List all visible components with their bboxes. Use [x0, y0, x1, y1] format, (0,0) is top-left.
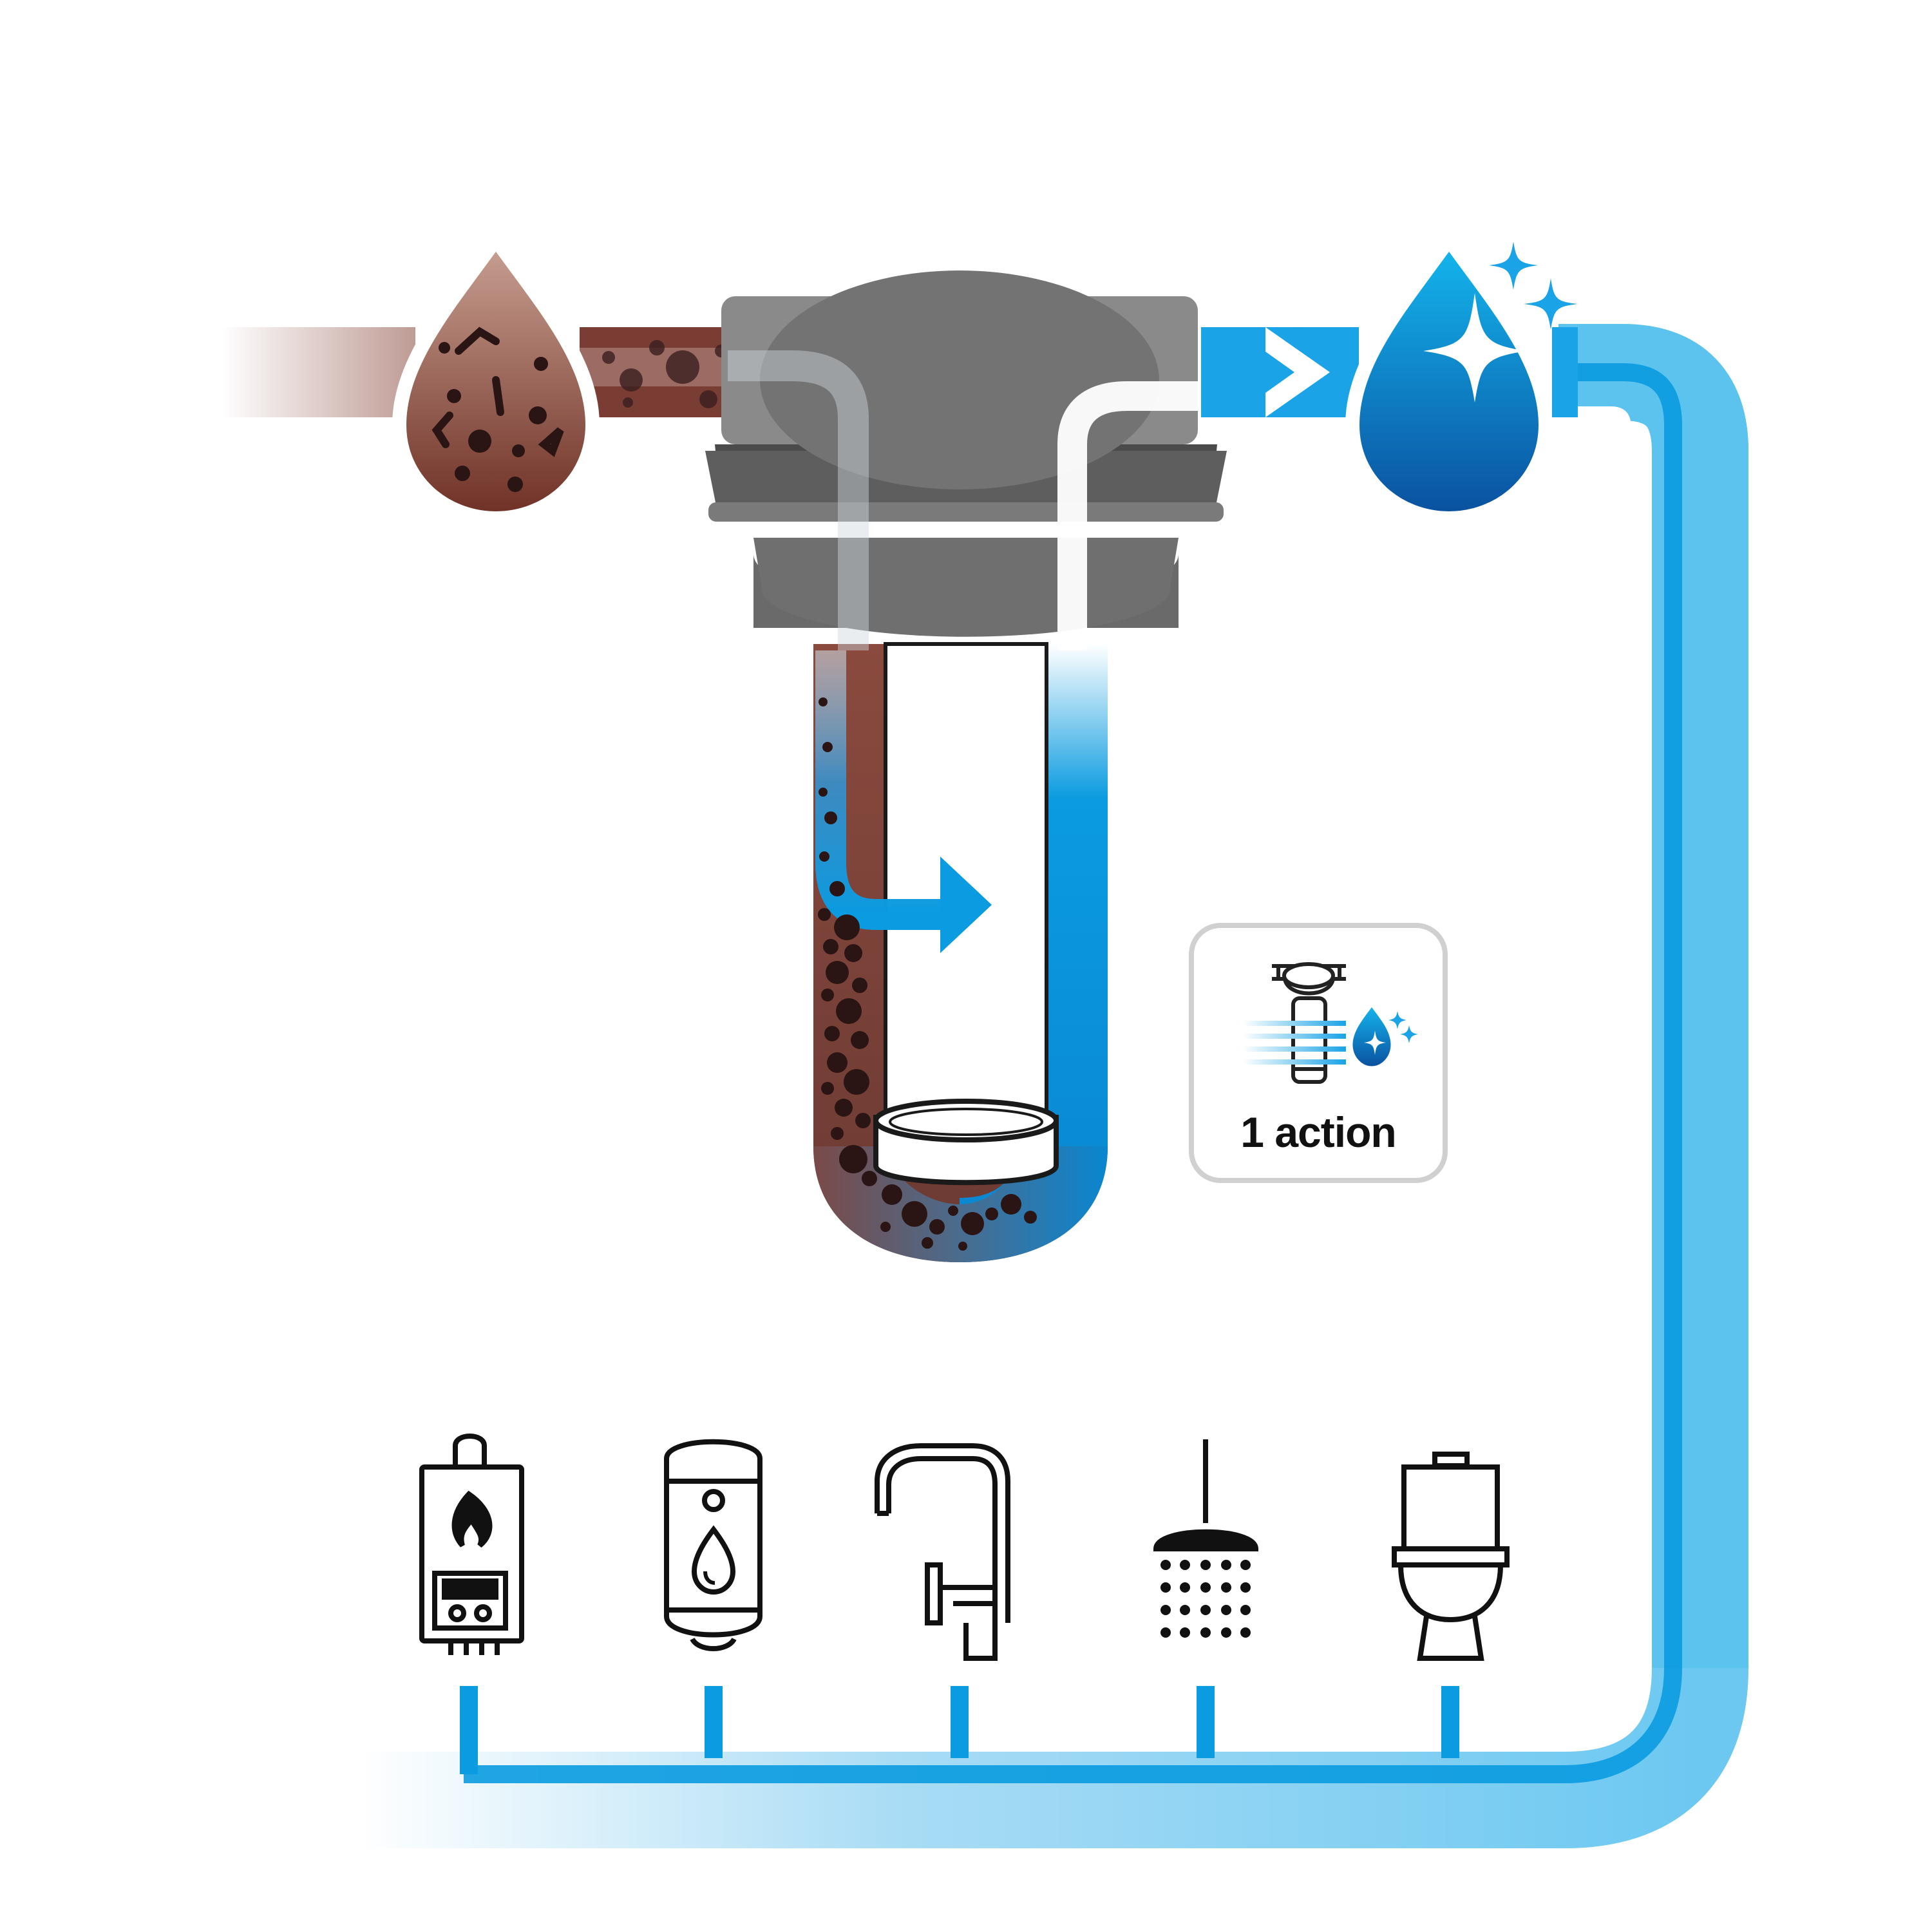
toilet-icon — [1392, 1452, 1510, 1661]
inlet-particles — [602, 340, 728, 408]
faucet-icon — [875, 1443, 1010, 1661]
cartridge-base — [873, 1099, 1059, 1186]
supply-loop-pipe — [361, 324, 1748, 1848]
flow-arrow-icon — [940, 857, 992, 953]
sediment-particles — [818, 697, 1037, 1251]
action-badge — [1189, 923, 1448, 1183]
filter-action-icon — [1243, 962, 1418, 1084]
sparkle-icon — [1423, 293, 1526, 402]
branch-pipes — [460, 1686, 1459, 1774]
outlet-pipe — [1201, 327, 1359, 417]
water-drop-clean-icon — [1345, 227, 1553, 526]
water-heater-icon — [664, 1439, 762, 1651]
inlet-pipe — [222, 327, 728, 417]
filter-head — [705, 270, 1227, 650]
water-drop-dirty-icon — [392, 227, 600, 526]
sparkle-icon — [1489, 242, 1578, 330]
shower-icon — [1153, 1439, 1259, 1638]
boiler-icon — [419, 1434, 524, 1655]
action-badge-label: 1 action — [1240, 1108, 1396, 1156]
filter-bowl — [813, 642, 1108, 1262]
filter-cartridge — [884, 642, 1048, 1155]
